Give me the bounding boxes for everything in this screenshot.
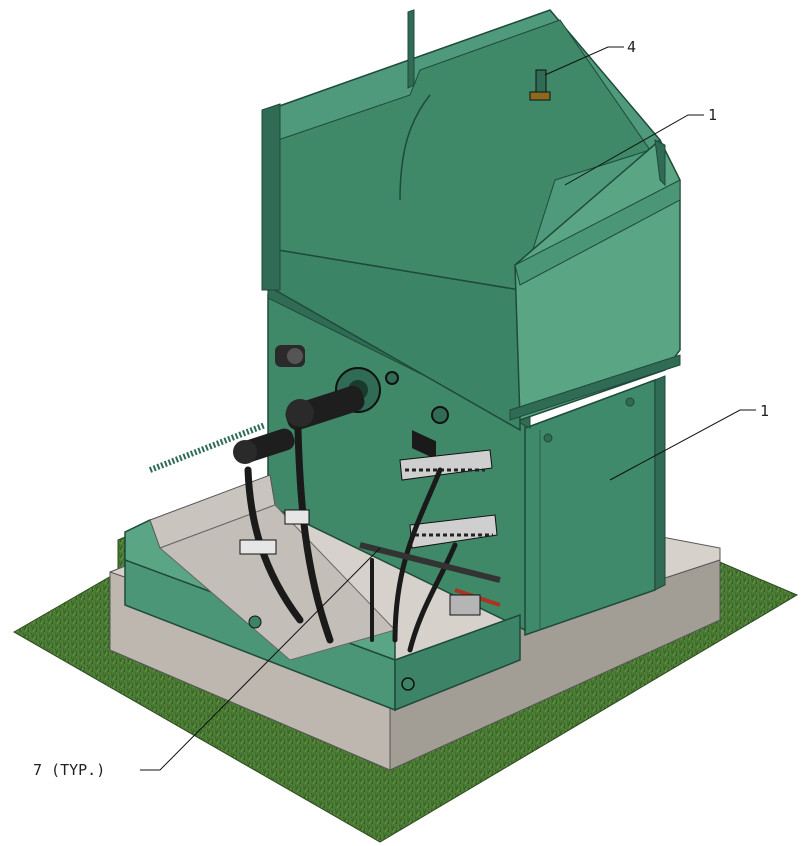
bushing-well-icon: [431, 406, 449, 424]
ground-bus: [359, 542, 501, 616]
cable-tag: [239, 539, 277, 555]
open-hood: [261, 9, 681, 432]
latch-handle: [529, 69, 551, 101]
bushing-well-icon: [385, 371, 399, 385]
elbow-connector-lower: [233, 428, 295, 464]
cable-tag: [284, 509, 310, 525]
bolt-icon: [248, 615, 262, 629]
callout-1-side: 1: [760, 402, 769, 420]
nameplate: [412, 430, 436, 460]
callout-leaders: [140, 46, 756, 771]
callout-1-top: 1: [708, 106, 717, 124]
bolt-icon: [401, 677, 415, 691]
small-bushing: [275, 345, 305, 367]
terminal-bar-upper: [399, 449, 493, 481]
bolt-icon: [625, 397, 635, 407]
bolt-icon: [543, 433, 553, 443]
callout-4: 4: [627, 38, 636, 56]
callout-7-typ: 7 (TYP.): [33, 761, 105, 779]
elbow-connector-upper: [285, 385, 365, 431]
